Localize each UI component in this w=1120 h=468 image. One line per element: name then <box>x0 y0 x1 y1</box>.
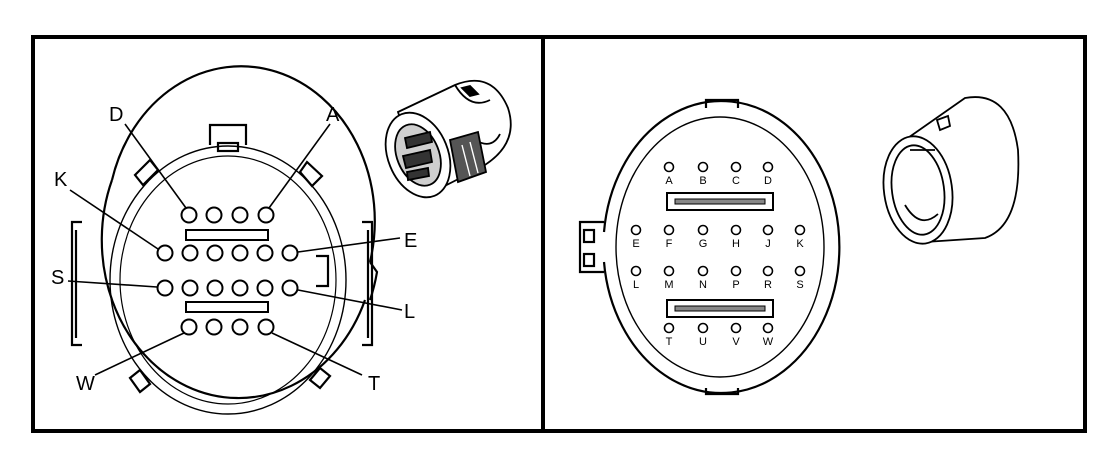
pin-label-e: E <box>632 238 639 250</box>
leader-d <box>124 123 187 209</box>
pin-label-r: R <box>764 279 772 291</box>
cavity <box>231 206 249 224</box>
pin-c <box>730 161 742 173</box>
keying-slot <box>185 229 269 241</box>
keying-bar-bottom <box>666 299 774 318</box>
pin-r <box>762 265 774 277</box>
cavity <box>257 318 275 336</box>
cavity <box>181 279 199 297</box>
cavity <box>181 244 199 262</box>
cavity <box>205 206 223 224</box>
pin-w <box>762 322 774 334</box>
connector-face-outline <box>70 65 379 415</box>
cavity <box>206 244 224 262</box>
callout-w: W <box>76 373 95 395</box>
cavity <box>281 244 299 262</box>
cavity <box>206 279 224 297</box>
pin-label-m: M <box>664 279 673 291</box>
leader-l <box>297 289 403 311</box>
callout-l: L <box>404 301 415 323</box>
cavity <box>231 244 249 262</box>
pin-label-w: W <box>763 336 774 348</box>
cavity <box>257 206 275 224</box>
pin-g <box>697 224 709 236</box>
cavity <box>156 244 174 262</box>
pin-m <box>663 265 675 277</box>
pin-label-c: C <box>732 175 740 187</box>
pin-s <box>794 265 806 277</box>
pin-j <box>762 224 774 236</box>
pin-n <box>697 265 709 277</box>
cavity <box>156 279 174 297</box>
cavity <box>256 244 274 262</box>
left-panel: D A K E S L W T <box>51 65 512 415</box>
pin-label-a: A <box>665 175 673 187</box>
pin-label-h: H <box>732 238 740 250</box>
leader-k <box>69 189 159 250</box>
pin-t <box>663 322 675 334</box>
pin-label-g: G <box>699 238 708 250</box>
pin-label-k: K <box>796 238 804 250</box>
pin-d <box>762 161 774 173</box>
callout-t: T <box>368 373 380 395</box>
callout-d: D <box>109 104 123 126</box>
pin-label-n: N <box>699 279 707 291</box>
cavity <box>256 279 274 297</box>
pin-label-l: L <box>633 279 639 291</box>
pin-b <box>697 161 709 173</box>
pin-label-f: F <box>666 238 673 250</box>
connector-3d-inset <box>384 79 512 199</box>
connector-sleeve-inset <box>882 96 1020 245</box>
pin-label-s: S <box>796 279 803 291</box>
pin-a <box>663 161 675 173</box>
callout-a: A <box>326 104 340 126</box>
cavity <box>205 318 223 336</box>
pin-label-t: T <box>666 336 673 348</box>
cavity <box>231 279 249 297</box>
pin-label-j: J <box>765 238 771 250</box>
leader-a <box>268 123 331 209</box>
pin-e <box>630 224 642 236</box>
right-panel: A B C D E F G H J K L M N P R S T U V W <box>578 96 1020 396</box>
pin-label-u: U <box>699 336 707 348</box>
cavity <box>180 206 198 224</box>
leader-s <box>67 280 158 288</box>
pin-grid: A B C D E F G H J K L M N P R S T U V W <box>630 161 806 348</box>
callout-e: E <box>404 230 417 252</box>
callout-k: K <box>54 169 68 191</box>
cavity <box>180 318 198 336</box>
pin-label-p: P <box>732 279 739 291</box>
leader-lines <box>67 123 403 376</box>
pin-label-b: B <box>699 175 706 187</box>
cavity <box>231 318 249 336</box>
mating-face-outline <box>578 98 841 396</box>
pin-p <box>730 265 742 277</box>
pin-h <box>730 224 742 236</box>
pin-k <box>794 224 806 236</box>
cavity <box>281 279 299 297</box>
leader-e <box>297 237 401 253</box>
pin-v <box>730 322 742 334</box>
pin-label-v: V <box>732 336 740 348</box>
leader-t <box>271 332 363 376</box>
leader-w <box>94 332 185 376</box>
outer-frame <box>31 35 1087 433</box>
pin-u <box>697 322 709 334</box>
pin-l <box>630 265 642 277</box>
keying-slot <box>185 301 269 313</box>
keying-bar-top <box>666 192 774 211</box>
pin-f <box>663 224 675 236</box>
callout-s: S <box>51 267 64 289</box>
pin-label-d: D <box>764 175 772 187</box>
left-pin-cavities <box>156 206 299 336</box>
